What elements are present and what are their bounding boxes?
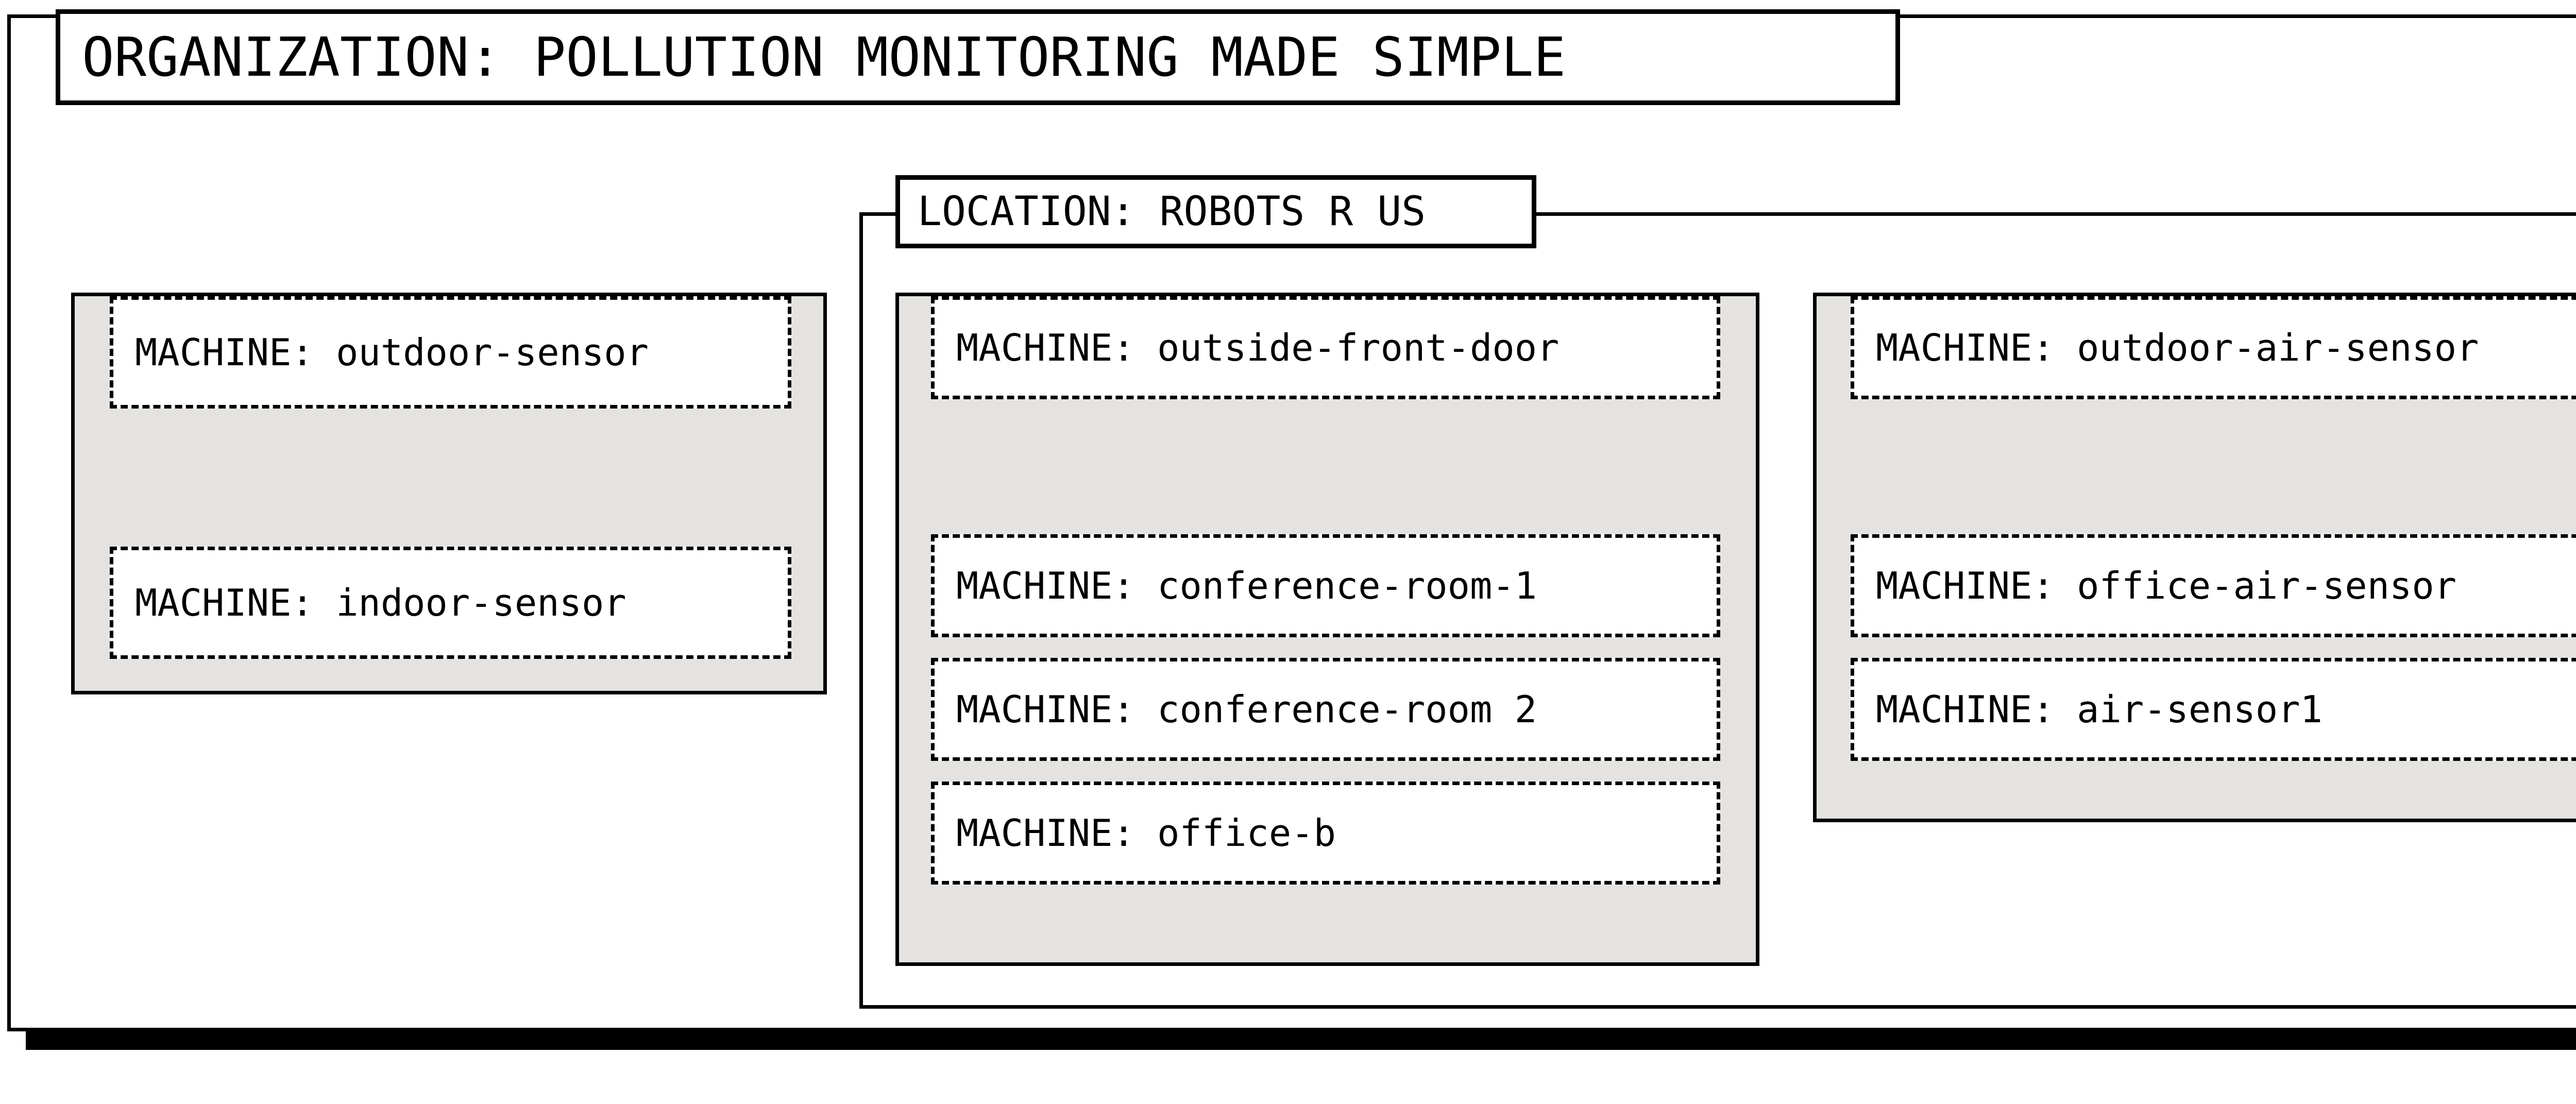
machine-box-outdoor-sensor[interactable]: MACHINE: outdoor-sensor	[110, 296, 791, 409]
machine-label-conference-room-1: MACHINE: conference-room-1	[956, 564, 1537, 607]
machine-label-air-sensor1: MACHINE: air-sensor1	[1876, 688, 2323, 731]
machine-label-outside-front-door: MACHINE: outside-front-door	[956, 326, 1560, 369]
machine-box-air-sensor1[interactable]: MACHINE: air-sensor1	[1851, 658, 2576, 761]
location-title-text-robots-r-us: LOCATION: ROBOTS R US	[918, 189, 1426, 235]
machine-box-conference-room-2[interactable]: MACHINE: conference-room 2	[931, 658, 1720, 761]
machine-box-outdoor-air-sensor[interactable]: MACHINE: outdoor-air-sensor	[1851, 296, 2576, 399]
machine-label-conference-room-2: MACHINE: conference-room 2	[956, 688, 1537, 731]
organization-title-text: ORGANIZATION: POLLUTION MONITORING MADE …	[82, 26, 1566, 89]
location-title-box-robots-r-us: LOCATION: ROBOTS R US	[895, 175, 1536, 248]
location-box-antonias-home: LOCATION: ANTONIA’S HOME MACHINE: indoor…	[71, 293, 827, 694]
machine-label-indoor-sensor: MACHINE: indoor-sensor	[135, 581, 626, 624]
sub-location-box-oregon-office: SUB-LOCATION: OREGON OFFICE MACHINE: con…	[895, 293, 1759, 966]
organization-title-box: ORGANIZATION: POLLUTION MONITORING MADE …	[56, 9, 1900, 105]
machine-box-office-b[interactable]: MACHINE: office-b	[931, 782, 1720, 885]
machine-label-outdoor-air-sensor: MACHINE: outdoor-air-sensor	[1876, 326, 2479, 369]
machine-box-office-air-sensor[interactable]: MACHINE: office-air-sensor	[1851, 534, 2576, 637]
machine-label-office-b: MACHINE: office-b	[956, 811, 1336, 855]
machine-box-conference-room-1[interactable]: MACHINE: conference-room-1	[931, 534, 1720, 637]
sub-location-box-new-york-office: SUB-LOCATION: NEW YORK OFFICE MACHINE: o…	[1813, 293, 2576, 822]
machine-box-outside-front-door[interactable]: MACHINE: outside-front-door	[931, 296, 1720, 399]
machine-label-outdoor-sensor: MACHINE: outdoor-sensor	[135, 331, 649, 374]
machine-label-office-air-sensor: MACHINE: office-air-sensor	[1876, 564, 2457, 607]
machine-box-indoor-sensor[interactable]: MACHINE: indoor-sensor	[110, 547, 791, 659]
